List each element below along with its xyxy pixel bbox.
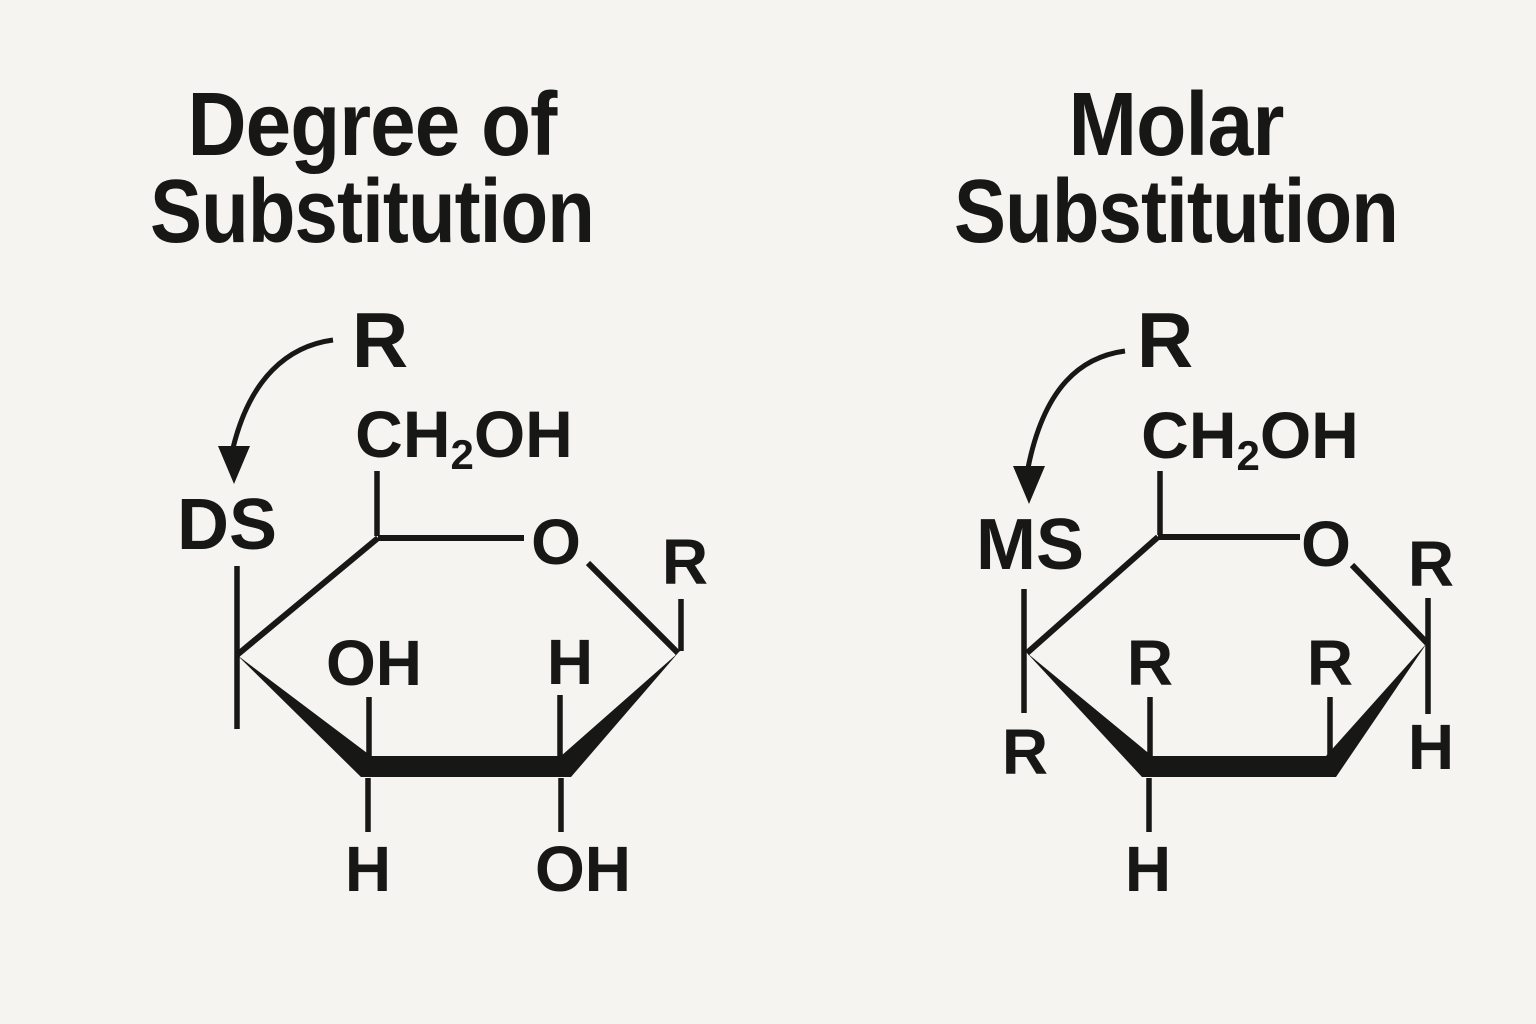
- ds-curved-arrow: [230, 337, 334, 449]
- ds-c2-oh-label: OH: [535, 833, 631, 905]
- ms-title-line2: Substitution: [954, 162, 1398, 262]
- ms-anomeric-r-label: R: [1408, 528, 1454, 600]
- ds-title-line2: Substitution: [150, 162, 594, 262]
- ds-arrowhead-icon: [218, 446, 250, 484]
- ds-ring-oxygen-label: O: [531, 506, 581, 578]
- ms-c3-h-label: H: [1125, 833, 1171, 905]
- ms-ch2oh-main: CH: [1141, 398, 1236, 472]
- ds-ch2oh-label: CH2OH: [355, 397, 573, 478]
- ms-title-line1: Molar: [1069, 75, 1284, 175]
- ms-arrowhead-icon: [1013, 466, 1045, 504]
- ms-c2-r-label: R: [1307, 627, 1353, 699]
- ds-ch2oh-subscript: 2: [450, 431, 473, 478]
- ms-abbreviation-label: MS: [976, 505, 1084, 585]
- ds-ch2oh-tail: OH: [474, 397, 573, 471]
- ms-curved-arrow: [1025, 348, 1126, 469]
- ms-ring-bold-bottom: [1027, 643, 1427, 777]
- ds-c3-oh-label: OH: [326, 627, 422, 699]
- ds-ch2oh-main: CH: [355, 397, 450, 471]
- ds-c3-h-label: H: [345, 833, 391, 905]
- ds-title-line1: Degree of: [188, 75, 559, 175]
- ms-ch2oh-tail: OH: [1260, 398, 1359, 472]
- ds-abbreviation-label: DS: [177, 485, 277, 565]
- ds-arrow-source-r-label: R: [352, 296, 408, 384]
- ms-ch2oh-subscript: 2: [1236, 432, 1259, 479]
- ds-ring-o-c1-edge: [585, 560, 681, 656]
- ms-ch2oh-label: CH2OH: [1141, 398, 1359, 479]
- ds-panel: Degree of Substitution R CH2OH O DS R: [150, 75, 708, 905]
- ds-anomeric-r-label: R: [662, 526, 708, 598]
- ms-c3-r-label: R: [1127, 627, 1173, 699]
- ms-ring-c5-c4-edge: [1025, 534, 1160, 656]
- ms-ring-o-c1-edge: [1349, 562, 1430, 646]
- ds-ring-c5-c4-edge: [235, 535, 380, 658]
- ms-c4-r-label: R: [1002, 716, 1048, 788]
- ms-anomeric-h-label: H: [1408, 711, 1454, 783]
- ms-ring-oxygen-label: O: [1301, 508, 1351, 580]
- ms-panel: Molar Substitution R CH2OH O MS R R: [954, 75, 1454, 905]
- ds-c2-h-label: H: [547, 626, 593, 698]
- ds-ring-bold-bottom: [237, 653, 678, 777]
- ms-arrow-source-r-label: R: [1137, 296, 1193, 384]
